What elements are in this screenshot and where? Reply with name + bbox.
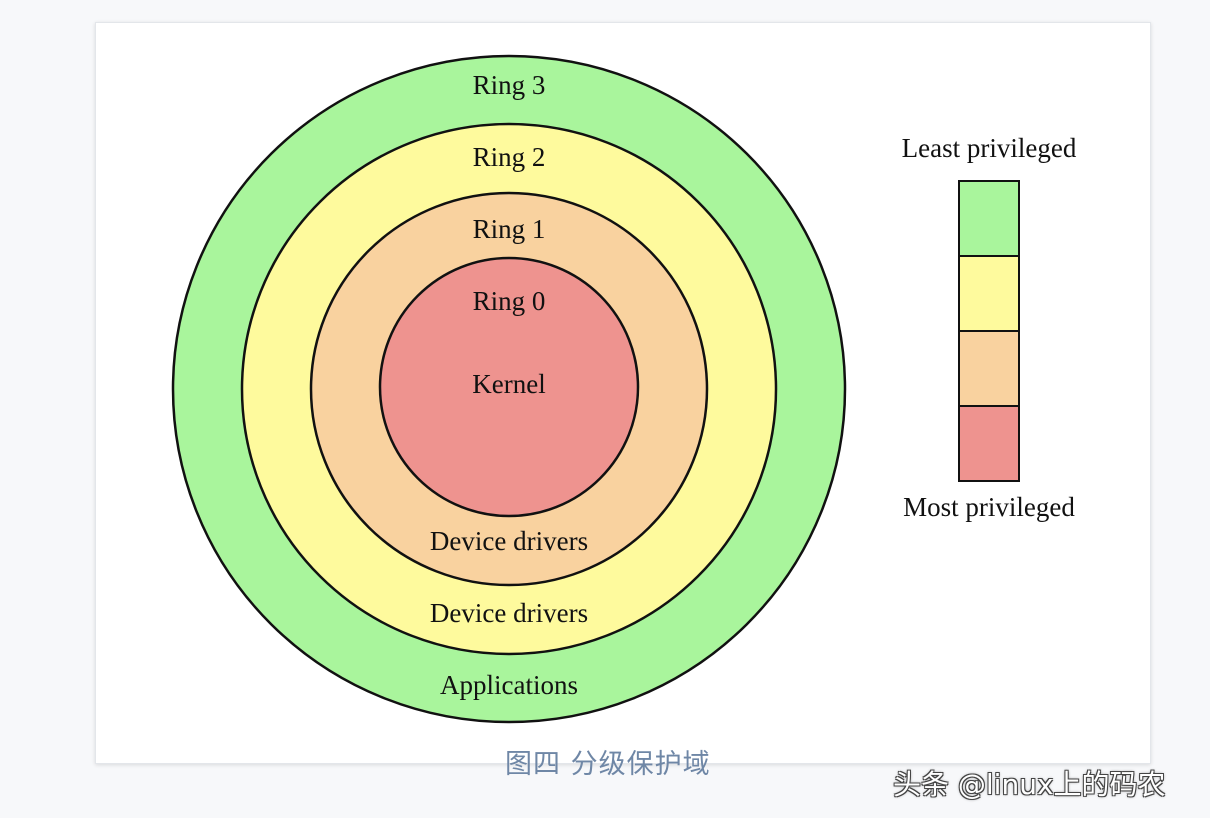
watermark: 头条 @linux上的码农 [893, 768, 1166, 801]
kernel-label: Kernel [472, 369, 545, 399]
legend-bottom-label: Most privileged [903, 492, 1075, 522]
ring-2-label: Ring 2 [473, 142, 546, 172]
ring-0-label: Ring 0 [473, 286, 546, 316]
legend-swatch-ring-1 [958, 330, 1020, 407]
ring-0-circle [378, 256, 640, 518]
privilege-legend-bar [958, 180, 1020, 482]
ring-3-label: Ring 3 [473, 70, 546, 100]
legend-swatch-ring-2 [958, 255, 1020, 332]
legend-top-label: Least privileged [902, 133, 1077, 163]
figure-caption: 图四 分级保护域 [505, 749, 711, 780]
legend-swatch-ring-3 [958, 180, 1020, 257]
ring-1-drivers-label: Device drivers [430, 526, 588, 556]
ring-2-drivers-label: Device drivers [430, 598, 588, 628]
applications-label: Applications [440, 670, 578, 700]
legend-swatch-ring-0 [958, 405, 1020, 482]
ring-1-label: Ring 1 [473, 214, 546, 244]
